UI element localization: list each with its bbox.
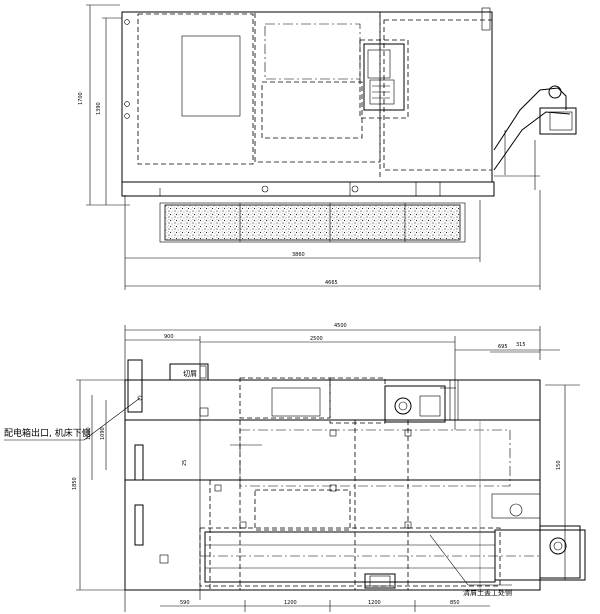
bottom-dim-small-1: 150 — [556, 460, 562, 470]
top-dim-height-left: 1390 — [96, 102, 102, 115]
chip-outlet-callout: 清屑土盖工处侧 — [429, 534, 512, 597]
top-dim-height: 1700 — [78, 92, 84, 105]
bottom-dim-top-mid: 2500 — [310, 336, 323, 342]
bottom-dim-center-mark: 25 — [182, 460, 188, 466]
bottom-dim-overall-width: 4500 — [334, 323, 347, 329]
top-dim-inner-width: 3860 — [292, 252, 305, 258]
top-chip-conveyor — [493, 85, 577, 190]
bottom-dim-left-height2: 1500 — [86, 427, 92, 440]
top-foundation-strip — [159, 202, 466, 243]
bottom-chip-conveyor — [199, 493, 586, 589]
electrical-outlet-callout: 配电箱出口, 机床下侧 — [4, 395, 143, 441]
bottom-dim-top-right: 695 — [498, 344, 508, 350]
bottom-dim-left-height: 1850 — [72, 477, 78, 490]
chip-outlet-label: 清屑土盖工处侧 — [463, 588, 512, 597]
bottom-dim-3: 1200 — [368, 600, 381, 606]
bottom-view: 4500 900 2500 695 315 1850 1500 1090 590… — [4, 323, 586, 612]
bottom-chip-label-box: 切屑 — [169, 363, 209, 381]
top-view: 1700 1390 3860 4665 — [78, 4, 577, 290]
top-dimension-lines — [86, 4, 541, 290]
bottom-machine-body — [124, 359, 541, 591]
bottom-control-panel — [384, 379, 459, 423]
bottom-dim-4: 850 — [450, 600, 460, 606]
electrical-outlet-label: 配电箱出口, 机床下侧 — [4, 427, 91, 439]
bottom-dim-1: 590 — [180, 600, 190, 606]
bottom-dim-2: 1200 — [284, 600, 297, 606]
top-control-panel — [359, 39, 409, 119]
bottom-dim-small-2: 1090 — [100, 427, 106, 440]
top-machine-body — [121, 7, 495, 197]
bottom-dim-top-left: 900 — [164, 334, 174, 340]
chip-conveyor-text: 切屑 — [183, 370, 197, 378]
bottom-dimension-lines — [76, 325, 580, 612]
bottom-dim-right-small: 315 — [516, 342, 526, 348]
top-dim-overall-width: 4665 — [325, 280, 338, 286]
